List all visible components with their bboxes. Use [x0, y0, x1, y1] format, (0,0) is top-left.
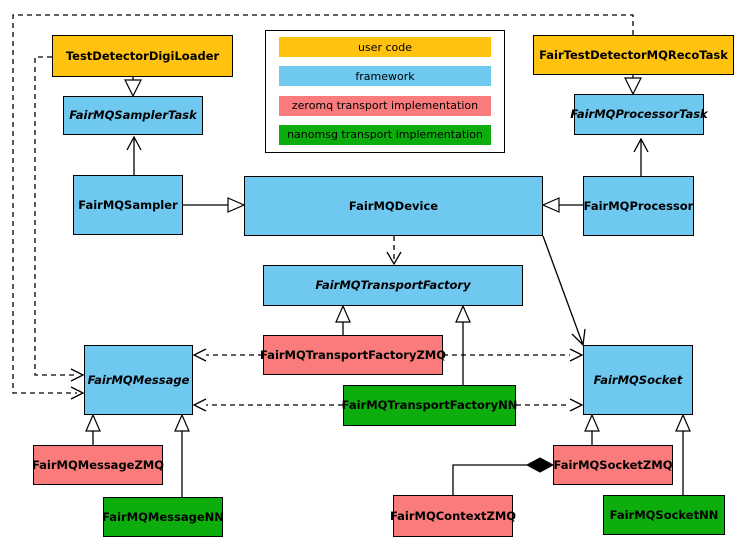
edge-transportfactoryzmq-to-socket — [443, 348, 584, 362]
edge-digiloader-to-message — [34, 56, 85, 382]
association-arrowhead-icon — [126, 135, 142, 151]
edge-transportfactorynn-to-transportfactory — [455, 304, 471, 385]
dependency-arrowhead-icon — [192, 398, 207, 412]
edge-recotask-to-processortask — [624, 75, 642, 96]
node-fairmqdevice: FairMQDevice — [244, 176, 543, 236]
node-fairmqmessage: FairMQMessage — [84, 345, 193, 415]
edge-transportfactorynn-to-message — [192, 398, 343, 412]
node-fairmqprocessortask: FairMQProcessorTask — [570, 94, 708, 135]
node-fairtestdetectormqrecotask: FairTestDetectorMQRecoTask — [533, 35, 734, 75]
edge-messagenn-to-message — [174, 413, 190, 497]
node-fairmqtransportfactory: FairMQTransportFactory — [263, 265, 523, 306]
node-fairmqtransportfactorynn: FairMQTransportFactoryNN — [342, 385, 517, 426]
node-testdetectordigiloader: TestDetectorDigiLoader — [52, 35, 233, 77]
composition-diamond-icon — [525, 457, 555, 473]
node-fairmqtransportfactoryzmq: FairMQTransportFactoryZMQ — [260, 335, 446, 375]
edge-sampler-to-samplertask — [126, 135, 142, 175]
legend-item-zeromq: zeromq transport implementation — [279, 95, 491, 116]
inheritance-arrowhead-icon — [227, 197, 246, 213]
inheritance-arrowhead-icon — [174, 413, 190, 432]
node-fairmqsampler: FairMQSampler — [73, 175, 183, 235]
node-fairmqsocket: FairMQSocket — [583, 345, 693, 415]
edge-socketzmq-to-socket — [584, 413, 600, 445]
inheritance-arrowhead-icon — [584, 413, 600, 432]
legend-item-nanomsg: nanomsg transport implementation — [279, 124, 491, 145]
edge-processor-to-processortask — [633, 137, 649, 176]
edge-recotask-to-message — [12, 14, 634, 400]
legend-item-user-code: user code — [279, 37, 491, 57]
node-fairmqprocessor: FairMQProcessor — [583, 176, 694, 236]
edge-sampler-to-device — [183, 197, 246, 213]
dependency-arrowhead-icon — [569, 398, 584, 412]
inheritance-arrowhead-icon — [541, 197, 560, 213]
edge-transportfactoryzmq-to-message — [192, 348, 263, 362]
node-fairmqmessagezmq: FairMQMessageZMQ — [32, 445, 164, 485]
node-fairmqsocketnn: FairMQSocketNN — [603, 495, 725, 535]
dependency-arrowhead-icon — [192, 348, 207, 362]
node-fairmqsamplertask: FairMQSamplerTask — [63, 96, 203, 135]
legend-item-framework: framework — [279, 66, 491, 87]
association-arrowhead-icon — [633, 137, 649, 153]
dependency-arrowhead-icon — [70, 386, 85, 400]
inheritance-arrowhead-icon — [85, 413, 101, 432]
edge-transportfactoryzmq-to-transportfactory — [335, 304, 351, 335]
dependency-arrowhead-icon — [569, 348, 584, 362]
edge-messagezmq-to-message — [85, 413, 101, 445]
legend-box: user code framework zeromq transport imp… — [265, 30, 505, 153]
inheritance-arrowhead-icon — [675, 413, 691, 432]
inheritance-arrowhead-icon — [335, 304, 351, 323]
edge-device-to-socket — [542, 235, 586, 347]
edge-contextzmq-to-socketzmq — [452, 457, 555, 495]
dependency-arrowhead-icon — [70, 368, 85, 382]
node-fairmqmessagenn: FairMQMessageNN — [102, 497, 224, 537]
edge-transportfactorynn-to-socket — [516, 398, 584, 412]
node-fairmqsocketzmq: FairMQSocketZMQ — [553, 445, 673, 485]
node-fairmqcontextzmq: FairMQContextZMQ — [390, 495, 516, 537]
edge-socketnn-to-socket — [675, 413, 691, 495]
edge-device-to-transportfactory — [386, 236, 402, 266]
edge-processor-to-device — [541, 197, 583, 213]
inheritance-arrowhead-icon — [455, 304, 471, 323]
inheritance-arrowhead-icon — [124, 79, 142, 98]
inheritance-arrowhead-icon — [624, 77, 642, 96]
dependency-arrowhead-icon — [386, 251, 402, 266]
edge-digiloader-to-samplertask — [124, 77, 142, 98]
